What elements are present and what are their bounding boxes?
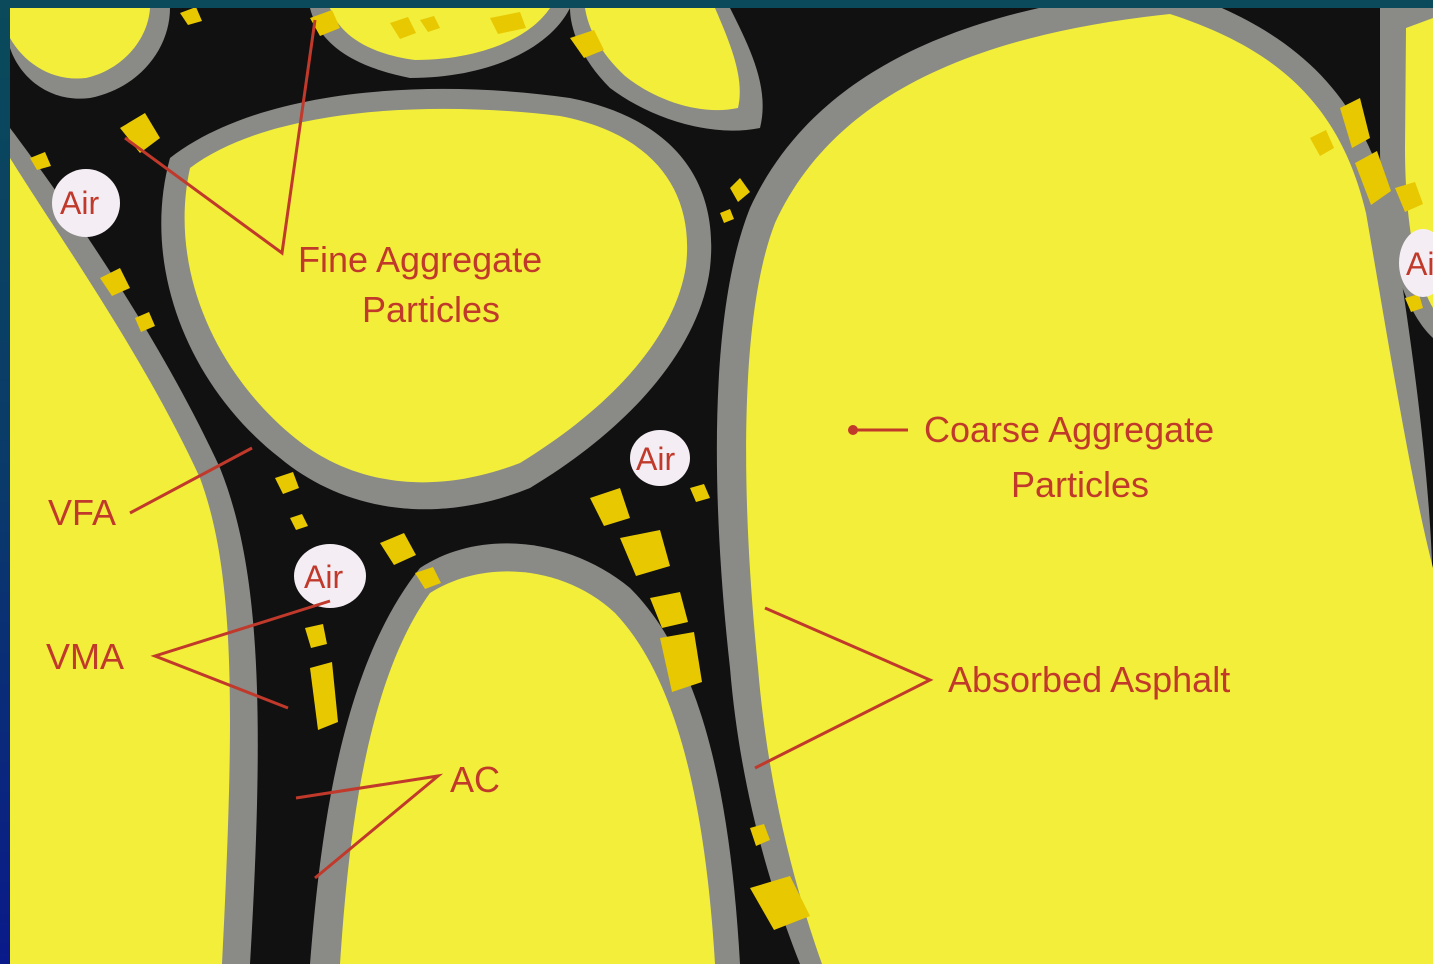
fine-aggregate-label-line2: Particles — [362, 289, 500, 330]
air-label-1: Air — [60, 185, 99, 221]
vfa-label: VFA — [48, 492, 116, 533]
vma-label: VMA — [46, 636, 124, 677]
asphalt-mix-diagram: Air Air Air Ai Fine Aggregate Particles … — [10, 8, 1433, 964]
air-label-4: Ai — [1406, 246, 1433, 282]
coarse-aggregate-label-line2: Particles — [1011, 464, 1149, 505]
air-label-3: Air — [304, 559, 343, 595]
fine-aggregate-label-line1: Fine Aggregate — [298, 239, 542, 280]
coarse-aggregate-label-line1: Coarse Aggregate — [924, 409, 1214, 450]
absorbed-asphalt-label: Absorbed Asphalt — [948, 659, 1230, 700]
ac-label: AC — [450, 759, 500, 800]
air-label-2: Air — [636, 441, 675, 477]
diagram-frame: Air Air Air Ai Fine Aggregate Particles … — [10, 8, 1433, 964]
